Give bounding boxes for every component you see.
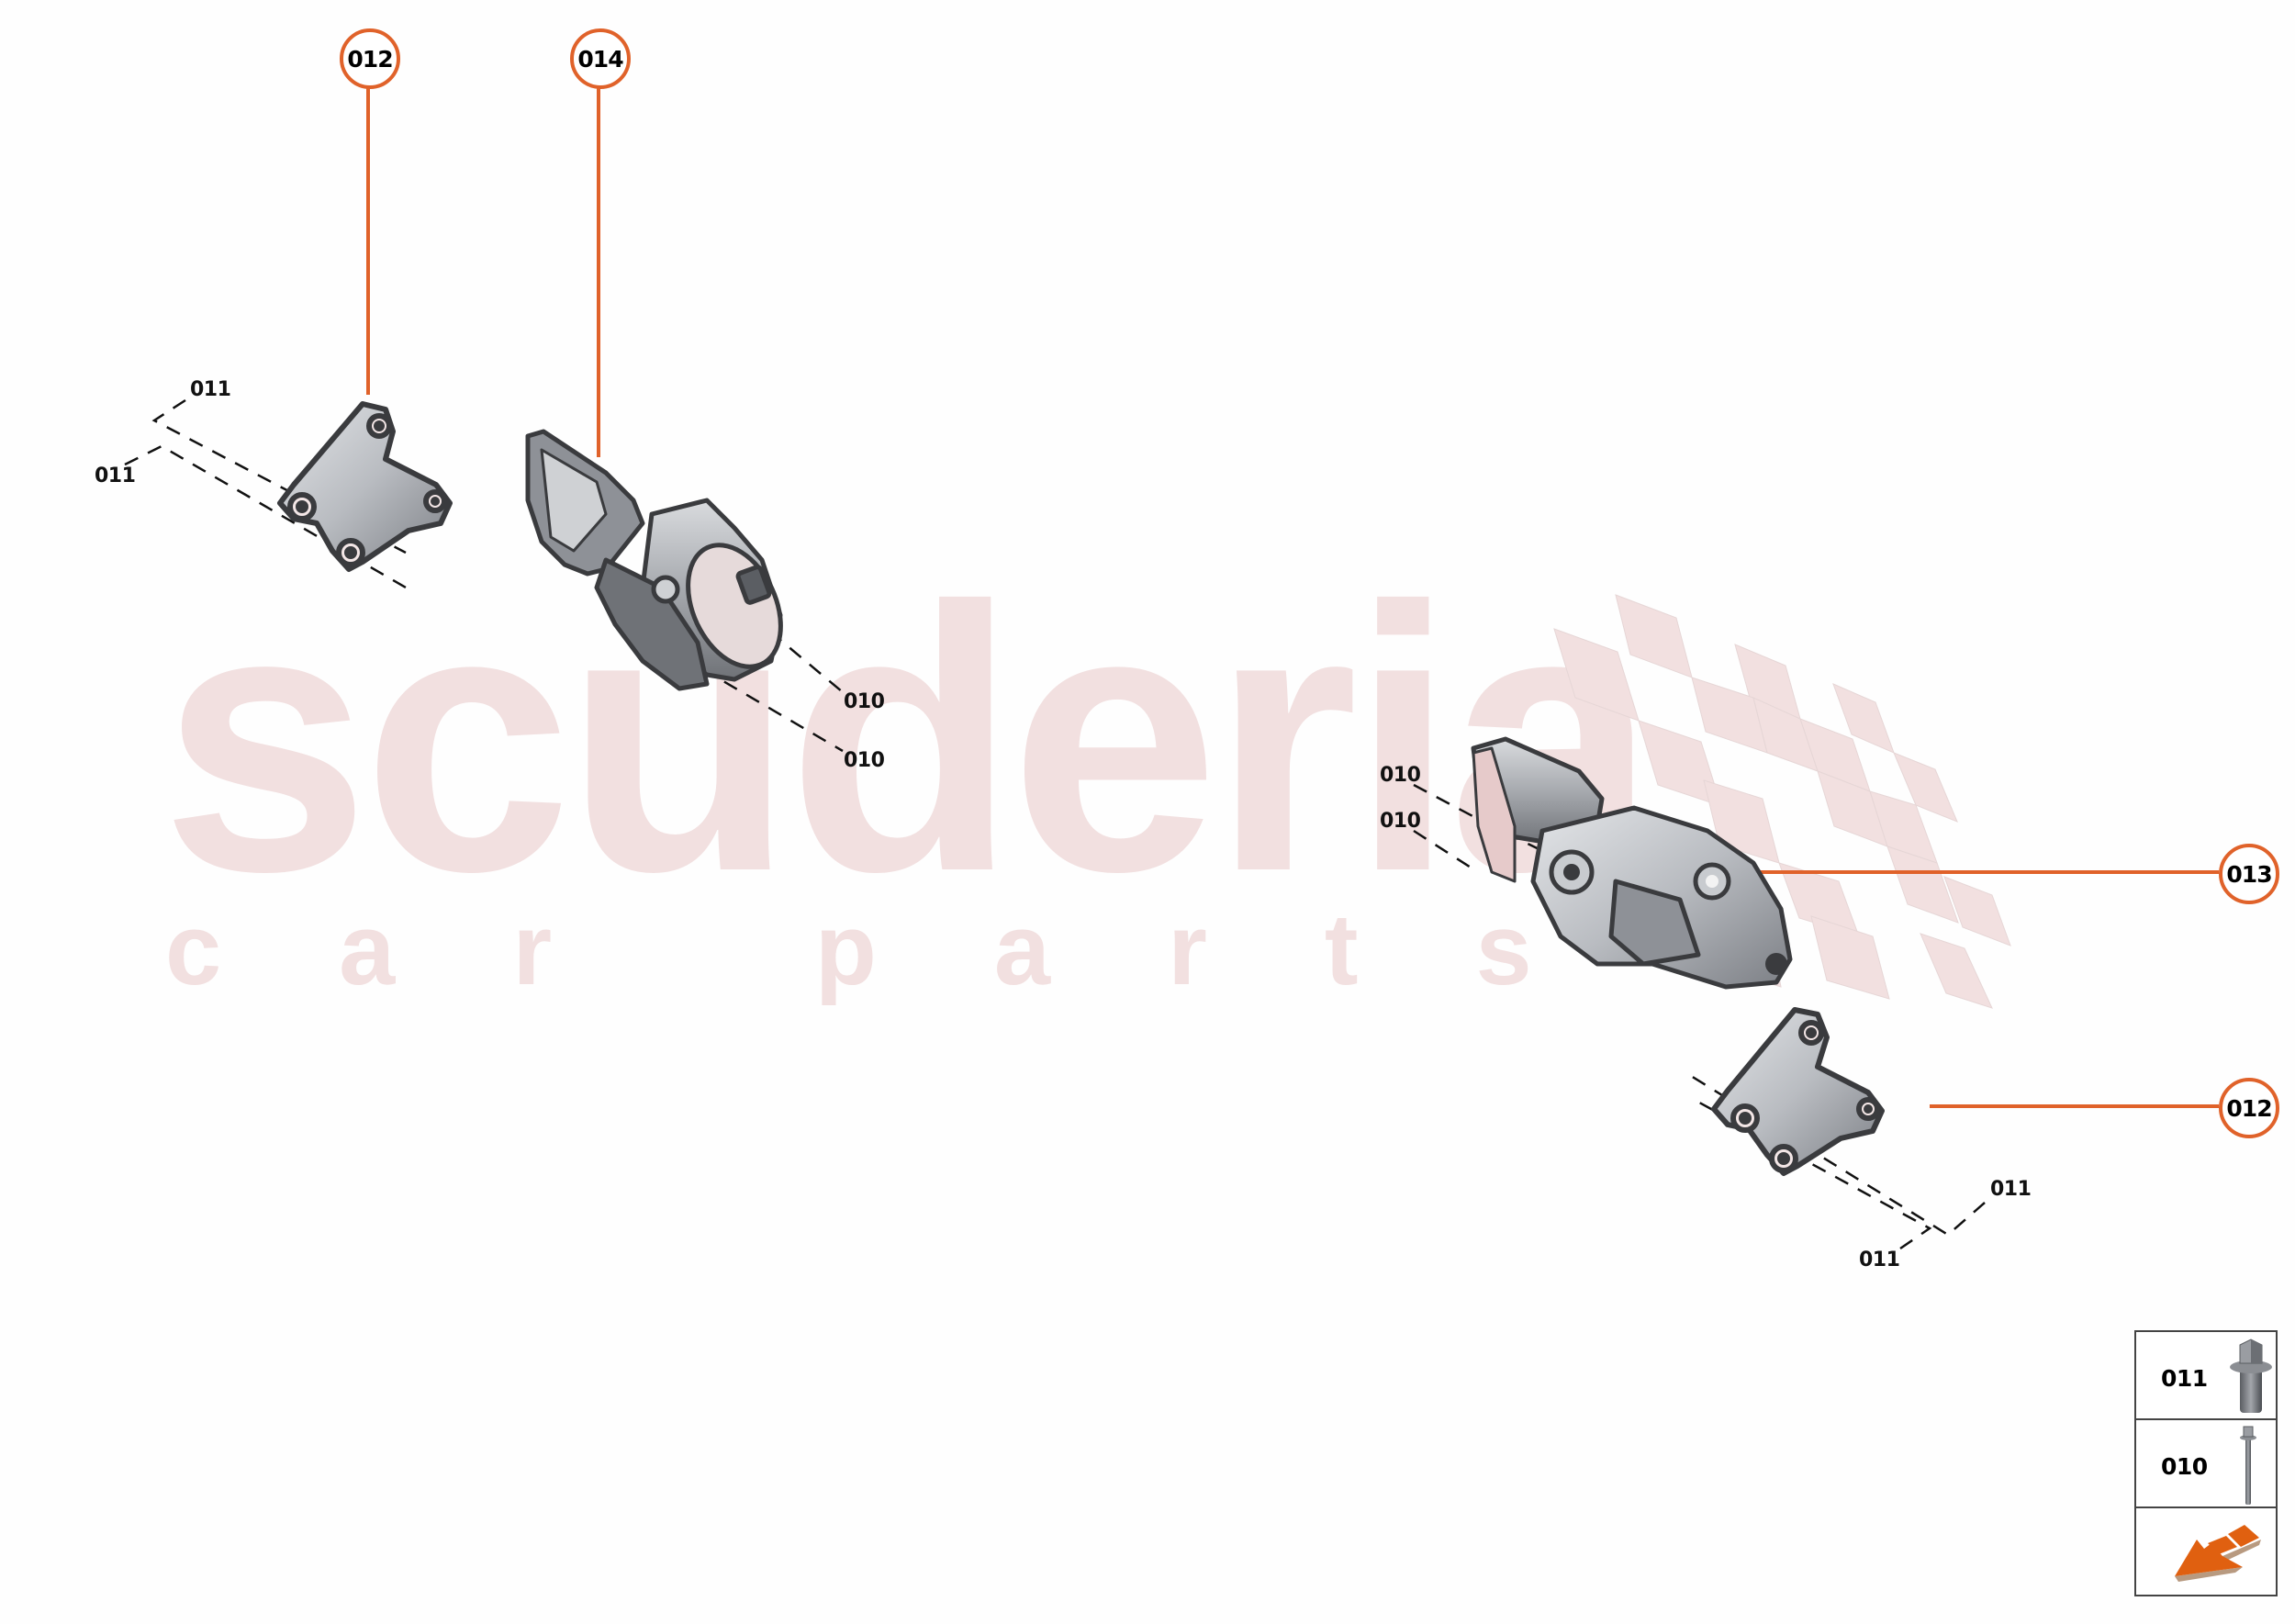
callout-label: 014	[577, 45, 623, 73]
watermark-tagline: car parts	[165, 893, 1650, 1006]
mounting-bracket-left	[277, 401, 453, 572]
callout-013[interactable]: 013	[2219, 844, 2279, 904]
legend-label: 010	[2161, 1453, 2208, 1480]
legend-row-011[interactable]: 011	[2136, 1332, 2276, 1420]
fastener-legend: 011 010	[2134, 1330, 2278, 1596]
flange-bolt-short-icon	[2230, 1338, 2272, 1413]
callout-014[interactable]: 014	[570, 28, 631, 89]
fastener-ref-010[interactable]: 010	[844, 690, 885, 713]
fastener-ref-010[interactable]: 010	[1380, 810, 1421, 833]
fastener-ref-010[interactable]: 010	[844, 749, 885, 772]
actuator-motor-right	[1471, 736, 1793, 990]
fastener-ref-011[interactable]: 011	[190, 378, 231, 401]
fastener-ref-010[interactable]: 010	[1380, 764, 1421, 787]
callout-label: 012	[2226, 1094, 2272, 1122]
callout-012-left[interactable]: 012	[340, 28, 400, 89]
mounting-bracket-right	[1711, 1007, 1885, 1176]
legend-label: 011	[2161, 1365, 2208, 1392]
watermark-brand: scuderia	[161, 529, 1657, 949]
flange-bolt-long-icon	[2240, 1426, 2256, 1505]
fastener-ref-011[interactable]: 011	[95, 465, 136, 487]
legend-row-direction[interactable]	[2136, 1508, 2276, 1596]
legend-row-010[interactable]: 010	[2136, 1420, 2276, 1508]
fastener-ref-011[interactable]: 011	[1859, 1249, 1900, 1271]
callout-label: 012	[347, 45, 393, 73]
callout-label: 013	[2226, 860, 2272, 888]
callout-012-right[interactable]: 012	[2219, 1078, 2279, 1138]
fastener-ref-011[interactable]: 011	[1990, 1178, 2032, 1201]
direction-arrow-icon	[2175, 1525, 2261, 1582]
actuator-motor-left	[525, 429, 783, 691]
